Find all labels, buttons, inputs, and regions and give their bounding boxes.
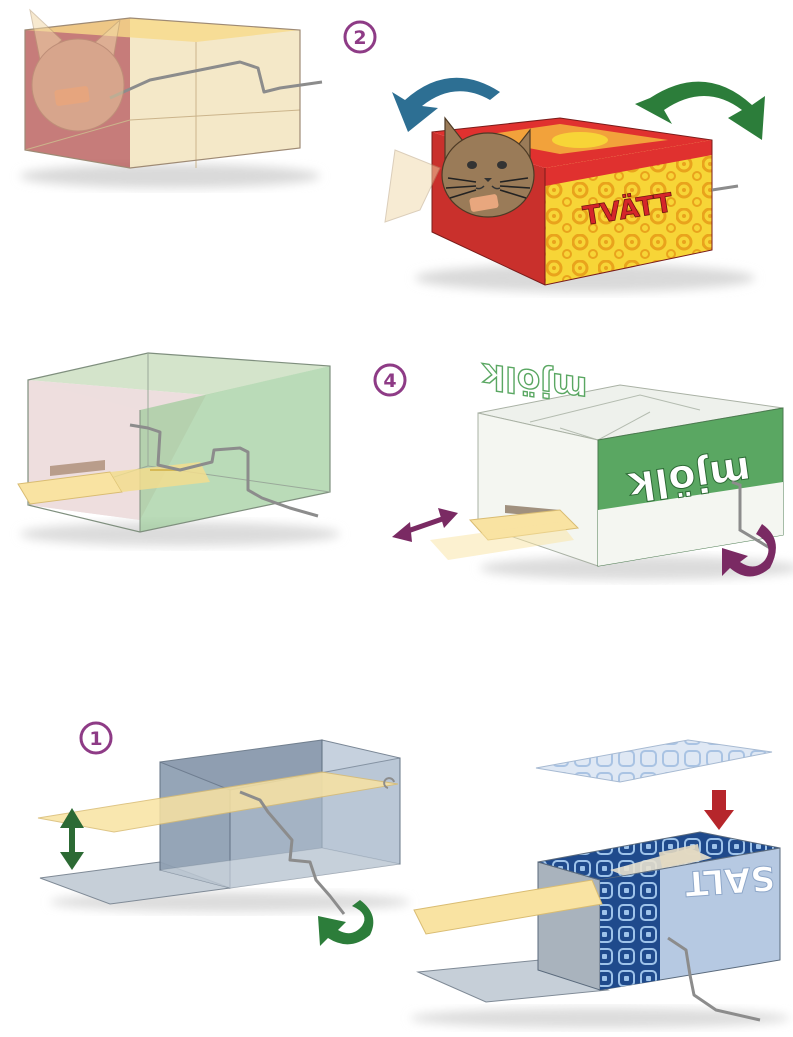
step-number-1: 1	[89, 728, 102, 750]
milk-brand-text-back: mjölk	[481, 354, 587, 409]
double-arrow-icon	[392, 508, 458, 542]
step-label-4: 4	[375, 365, 405, 395]
scene-box-milk: mjölk mjölk	[392, 354, 793, 580]
lid-panel	[536, 740, 772, 782]
scene-box-open-grey	[38, 740, 410, 946]
step-label-1: 1	[81, 723, 111, 753]
step-number-4: 4	[383, 370, 396, 392]
step-number-2: 2	[353, 27, 366, 49]
scene-box-tvatt: TVÄTT	[385, 78, 765, 292]
step-label-2: 2	[345, 22, 375, 52]
scene-box-salt: SALT	[410, 740, 790, 1028]
down-arrow-icon	[704, 790, 734, 830]
scene-box-transparent-top	[20, 10, 322, 188]
scene-box-green-transparent	[18, 353, 340, 546]
salt-brand-text: SALT	[683, 857, 776, 903]
